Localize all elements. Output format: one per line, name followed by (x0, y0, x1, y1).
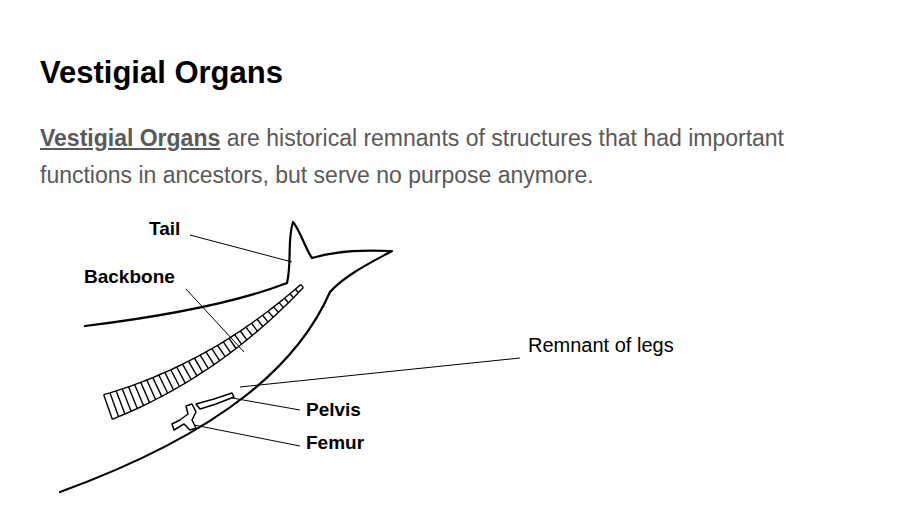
vertebra-line (268, 311, 273, 317)
vertebra-line (223, 342, 230, 353)
part-label: Pelvis (306, 399, 361, 421)
vertebra-line (301, 285, 304, 288)
leader-line (186, 289, 244, 352)
vertebra-line (274, 307, 279, 313)
vertebra-line (212, 349, 220, 361)
vertebra-line (285, 298, 289, 303)
vertebra-line (189, 361, 197, 376)
whale-body-lower (60, 292, 330, 492)
femur-bone (172, 404, 196, 430)
vertebra-line (206, 352, 214, 365)
part-label: Backbone (84, 266, 175, 288)
leader-line (240, 358, 520, 387)
slide-title: Vestigial Organs (40, 55, 283, 91)
vertebra-line (257, 319, 263, 326)
leader-line (194, 425, 300, 446)
vertebra-line (252, 323, 258, 331)
vertebra-line (290, 294, 294, 298)
term: Vestigial Organs (40, 125, 220, 151)
vertebra-line (194, 358, 202, 372)
part-label: Femur (306, 432, 364, 454)
vertebra-line (177, 367, 186, 383)
vertebra-line (200, 355, 208, 368)
vertebra-line (104, 395, 113, 420)
leader-line (232, 398, 300, 410)
tail-fluke (287, 222, 392, 292)
vertebra-line (141, 382, 150, 402)
vertebra-line (218, 345, 226, 356)
backbone-outline (104, 285, 301, 395)
part-label: Tail (149, 218, 180, 240)
vertebra-line (153, 378, 162, 397)
vertebra-line (279, 303, 283, 308)
vertebra-line (171, 370, 180, 387)
vertebra-line (240, 331, 247, 340)
vertebra-line (183, 364, 192, 379)
vertebra-line (122, 389, 131, 411)
vertebra-line (129, 387, 138, 409)
vertebra-line (246, 327, 252, 335)
vertebra-line (165, 372, 174, 390)
backbone-vertebrae (104, 285, 304, 420)
vertebra-line (147, 380, 156, 400)
pelvis-bone (196, 393, 234, 409)
definition-paragraph: Vestigial Organs are historical remnants… (40, 120, 875, 194)
vertebra-line (135, 385, 144, 406)
leader-line (190, 235, 292, 262)
vertebra-line (116, 391, 125, 414)
vertebra-line (110, 393, 119, 417)
part-label: Remnant of legs (528, 334, 674, 356)
vertebra-line (263, 315, 268, 322)
vertebra-line (159, 375, 168, 393)
backbone-outline (112, 287, 303, 419)
